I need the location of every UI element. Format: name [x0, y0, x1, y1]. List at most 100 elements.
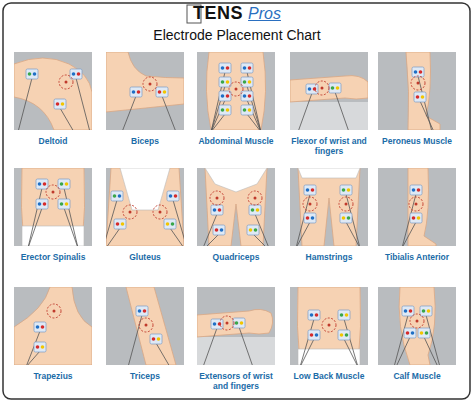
electrode-dot: [38, 182, 42, 186]
clothing: [22, 226, 84, 246]
target-ring: [210, 191, 224, 205]
target-center: [309, 203, 312, 206]
electrode-dot: [215, 228, 219, 232]
electrode-dot: [158, 90, 162, 94]
electrode-pad: [420, 306, 432, 316]
target-center: [149, 83, 152, 86]
electrode-body: [167, 191, 179, 201]
electrode-body: [111, 191, 123, 201]
electrode-pad: [404, 328, 416, 338]
electrode-pad: [241, 105, 253, 115]
electrode-body: [412, 67, 424, 77]
pain-target: [139, 318, 153, 332]
electrode-dot: [412, 216, 416, 220]
electrode-dot: [251, 208, 255, 212]
electrode-dot: [221, 94, 225, 98]
electrode-pad: [219, 77, 231, 87]
electrode-body: [249, 205, 261, 215]
electrode-dot: [422, 309, 426, 313]
electrode-body: [402, 306, 414, 316]
electrode-dot: [409, 309, 413, 313]
target-center: [145, 324, 148, 327]
electrode-pad: [213, 225, 225, 235]
electrode-pad: [410, 185, 422, 195]
electrode-dot: [72, 72, 76, 76]
lead-wire: [239, 327, 253, 365]
electrode-dot: [248, 108, 252, 112]
electrode-body: [150, 334, 162, 344]
target-ring: [46, 185, 60, 199]
pain-target: [46, 185, 60, 199]
pain-target: [411, 76, 425, 90]
electrode-body: [136, 306, 148, 316]
body-part: [106, 168, 184, 246]
panel-illustration: [197, 52, 275, 130]
electrode-dot: [121, 222, 125, 226]
body-part: [408, 168, 436, 246]
electrode-body: [241, 77, 253, 87]
muscle-name: Low Back Muscle: [284, 371, 374, 381]
electrode-dot: [411, 331, 415, 335]
panel-background: [290, 287, 368, 365]
electrode-dot: [163, 90, 167, 94]
electrode-dot: [41, 345, 45, 349]
electrode-dot: [60, 182, 64, 186]
electrode-dot: [143, 309, 147, 313]
electrode-dot: [414, 70, 418, 74]
target-center: [328, 324, 331, 327]
electrode-dot: [416, 95, 420, 99]
brand-name: TENS: [193, 3, 243, 23]
electrode-dot: [116, 222, 120, 226]
electrode-pad: [412, 67, 424, 77]
electrode-dot: [243, 80, 247, 84]
electrode-pad: [241, 91, 253, 101]
panel-background: [197, 287, 275, 365]
electrode-body: [410, 185, 422, 195]
electrode-pad: [402, 306, 414, 316]
electrode-dot: [254, 228, 258, 232]
target-ring: [220, 316, 234, 330]
muscle-panel: Trapezius: [8, 287, 98, 399]
electrode-pad: [308, 330, 320, 340]
outer-border: [3, 3, 470, 399]
electrode-dot: [213, 322, 217, 326]
clothing: [298, 349, 360, 365]
target-ring: [139, 318, 153, 332]
muscle-panel: Gluteus: [100, 168, 190, 280]
electrode-dot: [248, 80, 252, 84]
electrode-dot: [235, 321, 239, 325]
target-ring: [315, 81, 329, 95]
electrode-dot: [152, 337, 156, 341]
target-center: [129, 211, 132, 214]
target-ring: [410, 314, 424, 328]
pain-target: [153, 205, 167, 219]
panel-background: [378, 168, 456, 246]
electrode-pad: [136, 306, 148, 316]
electrode-body: [219, 105, 231, 115]
muscle-panel: Extensors of wrist and fingers: [191, 287, 281, 399]
electrode-pad: [34, 322, 46, 332]
pain-target: [210, 191, 224, 205]
target-center: [415, 203, 418, 206]
lead-wire: [426, 315, 440, 365]
electrode-dot: [41, 325, 45, 329]
electrode-body: [211, 319, 223, 329]
muscle-panel: Peroneus Muscle: [372, 52, 462, 164]
electrode-pad: [410, 213, 422, 223]
target-center: [416, 320, 419, 323]
muscle-name: Flexor of wrist and fingers: [284, 136, 374, 156]
electrode-dot: [221, 66, 225, 70]
electrode-dot: [311, 216, 315, 220]
lead-wire: [26, 331, 40, 365]
electrode-dot: [60, 202, 64, 206]
lead-wire: [346, 222, 360, 246]
electrode-dot: [345, 313, 349, 317]
electrode-body: [156, 87, 168, 97]
electrode-body: [219, 77, 231, 87]
panel-illustration: [106, 52, 184, 130]
electrode-pad: [247, 225, 259, 235]
lead-wire: [335, 92, 349, 130]
chart-title: Electrode Placement Chart: [0, 27, 474, 43]
electrode-pad: [58, 179, 70, 189]
clothing: [120, 168, 170, 210]
